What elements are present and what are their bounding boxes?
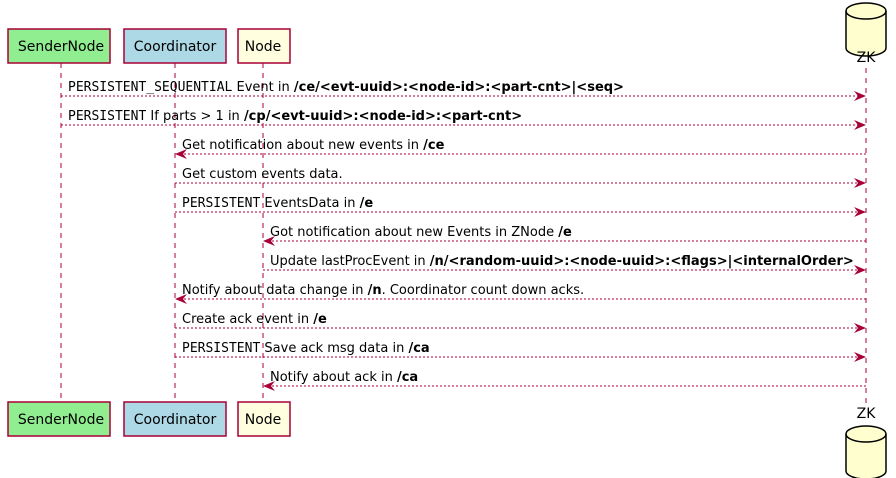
message-text-segment: /ca — [408, 341, 429, 356]
participant-zk-top: ZK — [845, 2, 887, 66]
message-text-segment: Get notification about new events in — [182, 138, 423, 153]
message-label: Got notification about new Events in ZNo… — [270, 225, 572, 240]
participant-label: SenderNode — [18, 412, 104, 428]
message-4: Get custom events data. — [175, 167, 866, 188]
message-text-segment: Got notification about new Events in ZNo… — [270, 225, 558, 240]
message-label: Create ack event in /e — [182, 312, 327, 327]
message-text-segment: /e — [360, 196, 374, 211]
message-text-segment: /e — [558, 225, 572, 240]
message-label: Update lastProcEvent in /n/<random-uuid>… — [270, 254, 854, 269]
message-8: Notify about data change in /n. Coordina… — [175, 283, 866, 304]
message-text-segment: Save ack msg data in — [260, 341, 408, 356]
participant-box — [7, 28, 111, 64]
message-text-segment: PERSISTENT — [182, 341, 260, 356]
participant-sender-top: SenderNode — [7, 28, 111, 64]
message-text-segment: /ca — [397, 370, 418, 385]
participant-label: Coordinator — [134, 39, 217, 55]
participant-coord-top: Coordinator — [123, 28, 227, 64]
database-cylinder — [845, 425, 887, 478]
message-label: Get custom events data. — [182, 167, 343, 182]
message-text-segment: . Coordinator count down acks. — [382, 283, 585, 298]
participant-label: ZK — [857, 406, 877, 422]
message-text-segment: PERSISTENT — [68, 109, 146, 124]
participant-sender-bottom: SenderNode — [7, 401, 111, 437]
participant-box — [123, 401, 227, 437]
participant-label: SenderNode — [18, 39, 104, 55]
message-text-segment: EventsData in — [260, 196, 359, 211]
participant-label: Coordinator — [134, 412, 217, 428]
participant-label: Node — [245, 39, 282, 55]
message-text-segment: Create ack event in — [182, 312, 313, 327]
participant-label: Node — [245, 412, 282, 428]
participant-node-bottom: Node — [237, 401, 291, 437]
database-cylinder — [845, 2, 887, 57]
message-label: Get notification about new events in /ce — [182, 138, 445, 153]
message-7: Update lastProcEvent in /n/<random-uuid>… — [263, 254, 866, 275]
message-text-segment: /ce — [423, 138, 444, 153]
message-text-segment: PERSISTENT — [182, 196, 260, 211]
message-text-segment: Update lastProcEvent in — [270, 254, 430, 269]
participant-coord-bottom: Coordinator — [123, 401, 227, 437]
message-text-segment: /n — [368, 283, 382, 298]
message-text-segment: /n/<random-uuid>:<node-uuid>:<flags>|<in… — [430, 254, 854, 269]
message-text-segment: /e — [313, 312, 327, 327]
message-9: Create ack event in /e — [175, 312, 866, 333]
participant-zk-bottom: ZK — [845, 406, 887, 478]
message-2: PERSISTENT If parts > 1 in /cp/<evt-uuid… — [61, 109, 866, 130]
message-label: PERSISTENT Save ack msg data in /ca — [182, 341, 430, 356]
participant-label: ZK — [857, 50, 877, 66]
message-text-segment: Notify about ack in — [270, 370, 397, 385]
message-3: Get notification about new events in /ce — [175, 138, 866, 159]
message-label: Notify about data change in /n. Coordina… — [182, 283, 584, 298]
message-text-segment: /cp/<evt-uuid>:<node-id>:<part-cnt> — [244, 109, 522, 124]
message-label: PERSISTENT EventsData in /e — [182, 196, 373, 211]
message-label: PERSISTENT If parts > 1 in /cp/<evt-uuid… — [68, 109, 522, 124]
participant-node-top: Node — [237, 28, 291, 64]
message-text-segment: /ce/<evt-uuid>:<node-id>:<part-cnt>|<seq… — [294, 80, 624, 95]
message-6: Got notification about new Events in ZNo… — [263, 225, 866, 246]
database-rim — [845, 433, 887, 443]
message-text-segment: If parts > 1 in — [146, 109, 244, 124]
participant-box — [123, 28, 227, 64]
message-10: PERSISTENT Save ack msg data in /ca — [175, 341, 866, 362]
participant-box — [237, 28, 291, 64]
participant-box — [237, 401, 291, 437]
message-text-segment: Notify about data change in — [182, 283, 368, 298]
message-11: Notify about ack in /ca — [263, 370, 866, 391]
message-label: PERSISTENT_SEQUENTIAL Event in /ce/<evt-… — [68, 80, 624, 95]
message-1: PERSISTENT_SEQUENTIAL Event in /ce/<evt-… — [61, 80, 866, 101]
message-label: Notify about ack in /ca — [270, 370, 418, 385]
message-5: PERSISTENT EventsData in /e — [175, 196, 866, 217]
participant-box — [7, 401, 111, 437]
message-text-segment: Get custom events data. — [182, 167, 343, 182]
database-rim — [845, 10, 887, 20]
message-text-segment: PERSISTENT_SEQUENTIAL — [68, 80, 233, 95]
message-text-segment: Event in — [232, 80, 294, 95]
